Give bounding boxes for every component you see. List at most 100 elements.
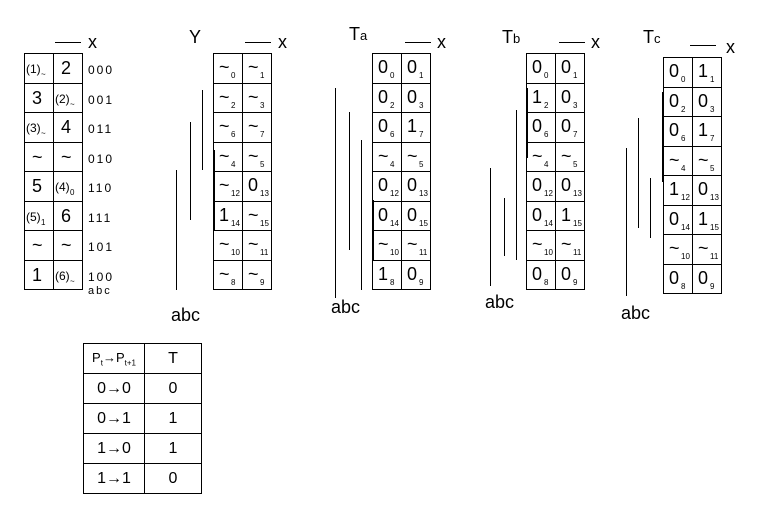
minterm-index: 10 xyxy=(231,248,240,257)
variable-bar xyxy=(214,150,215,230)
minterm-index: 3 xyxy=(573,100,578,110)
kmap-value: 0 xyxy=(561,116,572,136)
minterm-index: 14 xyxy=(544,218,553,228)
kmap-title: Tc xyxy=(643,28,661,48)
state-value: 5 xyxy=(32,176,43,196)
kmap-cell: ~10 xyxy=(214,231,243,261)
x-overline xyxy=(55,42,81,43)
kmap-cell: ~12 xyxy=(214,172,243,202)
minterm-index: 9 xyxy=(260,277,265,287)
kmap-value: 0 xyxy=(698,90,709,111)
kmap-cell: ~2 xyxy=(214,83,243,113)
minterm-index: 3 xyxy=(260,100,265,110)
minterm-index: 8 xyxy=(390,277,395,287)
kmap-value: 1 xyxy=(698,61,709,81)
kmap-cell: ~1 xyxy=(243,54,272,84)
kmap-value: ~ xyxy=(248,234,259,254)
state-cell: 4 xyxy=(54,113,83,143)
minterm-index: 6 xyxy=(231,130,236,139)
t-cell: 1 xyxy=(144,433,202,464)
state-code: 110 xyxy=(88,181,114,195)
state-cell: ~ xyxy=(54,231,83,261)
minterm-index: 2 xyxy=(681,104,686,114)
kmap-value: ~ xyxy=(698,238,709,258)
variable-bar xyxy=(527,88,528,158)
minterm-index: 4 xyxy=(390,159,395,169)
state-value: 1 xyxy=(32,264,43,285)
kmap-value: 0 xyxy=(532,263,543,284)
state-cell: (1)~ xyxy=(25,54,54,84)
kmap-title-main: T xyxy=(349,24,360,44)
kmap-cell: ~4 xyxy=(214,142,243,172)
transition-cell: 0→0 xyxy=(83,373,145,404)
minterm-index: 1 xyxy=(260,71,265,80)
kmap-value: 0 xyxy=(561,86,572,107)
kmap-cell: ~5 xyxy=(556,143,585,172)
kmap-value: 1 xyxy=(219,204,230,225)
state-cell: ~ xyxy=(54,143,83,172)
kmap-value: ~ xyxy=(219,263,230,284)
minterm-index: 11 xyxy=(710,252,719,261)
kmap-cell: ~5 xyxy=(402,143,431,172)
state-value: ~ xyxy=(32,146,43,167)
t-cell: 0 xyxy=(144,373,202,404)
variable-bar xyxy=(638,118,639,228)
variable-bar xyxy=(361,140,362,290)
minterm-index: 2 xyxy=(544,100,549,110)
state-value: ~ xyxy=(61,235,72,255)
state-value: 4 xyxy=(61,117,72,137)
x-label: x xyxy=(726,37,735,57)
variable-bar xyxy=(202,90,203,170)
kmap-cell: ~11 xyxy=(693,235,722,265)
minterm-index: 2 xyxy=(390,100,395,110)
kmap-title-subscript: c xyxy=(654,31,661,46)
x-label: x xyxy=(591,32,600,52)
minterm-index: 12 xyxy=(544,189,553,198)
kmap-value: 0 xyxy=(669,208,680,229)
state-value: (6) xyxy=(55,268,70,283)
state-value: (4) xyxy=(55,180,70,194)
state-code: 011 xyxy=(88,122,114,136)
minterm-index: 2 xyxy=(231,100,236,110)
x-overline xyxy=(245,42,271,43)
minterm-index: 12 xyxy=(681,193,690,202)
state-subscript: 1 xyxy=(41,217,46,227)
minterm-index: 9 xyxy=(710,281,715,291)
minterm-index: 7 xyxy=(573,130,578,139)
x-label: x xyxy=(278,32,287,52)
kmap-cell: ~0 xyxy=(214,54,243,84)
t-cell: 1 xyxy=(144,403,202,434)
variable-bar xyxy=(626,148,627,296)
minterm-index: 4 xyxy=(681,163,686,173)
minterm-index: 13 xyxy=(573,189,582,198)
minterm-index: 12 xyxy=(390,189,399,198)
x-overline xyxy=(559,42,585,43)
state-value: ~ xyxy=(61,146,72,167)
state-cell: 2 xyxy=(54,54,83,84)
minterm-index: 14 xyxy=(231,218,240,228)
minterm-index: 7 xyxy=(419,130,424,139)
minterm-index: 15 xyxy=(710,222,719,232)
minterm-index: 3 xyxy=(419,100,424,110)
minterm-index: 8 xyxy=(544,277,549,287)
minterm-index: 11 xyxy=(573,248,582,257)
kmap-value: ~ xyxy=(219,57,230,77)
kmap-value: 0 xyxy=(407,175,418,195)
kmap-value: 0 xyxy=(407,204,418,225)
minterm-index: 7 xyxy=(260,130,265,139)
